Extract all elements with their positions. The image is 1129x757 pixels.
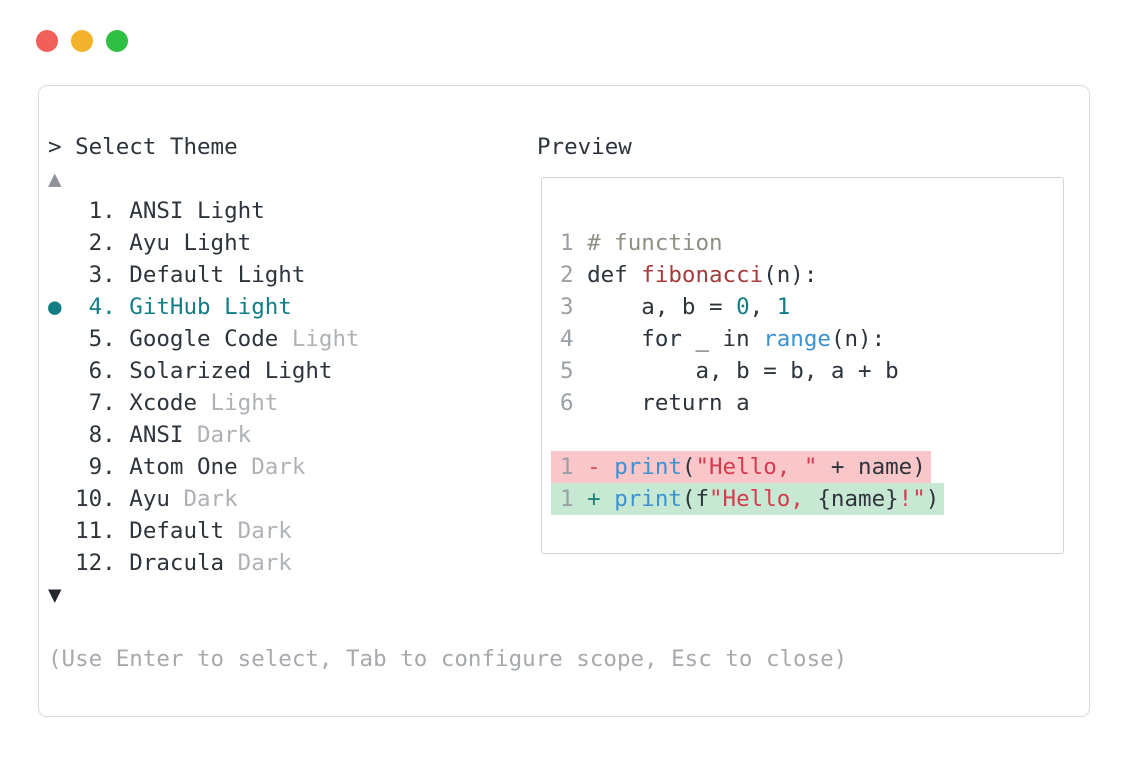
token-linenum: 1 <box>560 486 574 512</box>
token-number: 1 <box>776 294 791 320</box>
code-line: 5 a, b = b, a + b <box>560 355 944 387</box>
token-plain <box>601 454 615 480</box>
token-linenum: 2 <box>560 262 574 288</box>
scroll-down-indicator: ▼ <box>48 582 62 608</box>
scroll-up-indicator: ▲ <box>48 166 62 192</box>
code-line: 4 for _ in range(n): <box>560 323 944 355</box>
keyboard-hint: (Use Enter to select, Tab to configure s… <box>48 646 848 672</box>
token-plain <box>574 454 588 480</box>
token-plain: ( <box>681 454 696 480</box>
selected-bullet: ● <box>48 294 62 320</box>
token-builtin: print <box>614 454 682 480</box>
theme-option-label: 7. Xcode <box>48 390 198 416</box>
minimize-button[interactable] <box>71 30 93 52</box>
theme-option-variant: Light <box>278 326 360 352</box>
token-plain: a, b = b, a + b <box>573 358 899 384</box>
token-linenum: 5 <box>560 358 574 384</box>
token-plain: (f <box>681 486 710 512</box>
theme-option[interactable]: 5. Google Code Light <box>48 323 847 355</box>
theme-option-label: 6. Solarized Light <box>48 358 333 384</box>
theme-option-variant: Dark <box>183 422 252 448</box>
diff-highlight: 1 + print(f"Hello, {name}!") <box>551 483 945 515</box>
theme-option-label: 2. Ayu Light <box>48 230 252 256</box>
theme-option-label: 11. Default <box>48 518 225 544</box>
theme-selector-pane: > Select Theme ▲ 1. ANSI Light 2. Ayu Li… <box>48 131 847 675</box>
theme-option[interactable]: 10. Ayu Dark <box>48 483 847 515</box>
token-number: 0 <box>736 294 750 320</box>
token-linenum: 1 <box>560 454 574 480</box>
theme-option[interactable]: 7. Xcode Light <box>48 387 847 419</box>
token-plain <box>574 230 588 256</box>
diff-highlight: 1 - print("Hello, " + name) <box>551 451 931 483</box>
theme-option-label: 1. ANSI Light <box>48 198 265 224</box>
token-plain: + name) <box>817 454 926 480</box>
theme-option[interactable]: ● 4. GitHub Light <box>48 291 847 323</box>
token-plain: ) <box>925 486 940 512</box>
theme-option[interactable]: 1. ANSI Light <box>48 195 847 227</box>
spacer <box>48 611 847 643</box>
token-plain: , <box>749 294 777 320</box>
preview-label: Preview <box>537 134 632 160</box>
select-theme-prompt: > Select Theme <box>48 134 238 160</box>
token-plus: + <box>587 486 601 512</box>
token-funcname: fibonacci <box>641 262 764 288</box>
close-button[interactable] <box>36 30 58 52</box>
theme-option-label: 9. Atom One <box>48 454 238 480</box>
token-plain: return a <box>573 390 750 416</box>
theme-option-label: 8. ANSI <box>48 422 184 448</box>
token-plain: (n): <box>763 262 818 288</box>
token-comment: # function <box>587 230 723 256</box>
theme-option[interactable]: 9. Atom One Dark <box>48 451 847 483</box>
theme-option[interactable]: 6. Solarized Light <box>48 355 847 387</box>
diff-added-line: 1 + print(f"Hello, {name}!") <box>551 483 945 515</box>
theme-option-label: 3. Default Light <box>48 262 306 288</box>
code-line: 3 a, b = 0, 1 <box>560 291 944 323</box>
theme-option[interactable]: 2. Ayu Light <box>48 227 847 259</box>
token-minus: - <box>587 454 601 480</box>
token-linenum: 4 <box>560 326 574 352</box>
theme-option-variant: Dark <box>237 454 306 480</box>
token-plain: for _ in <box>573 326 764 352</box>
theme-option-variant: Dark <box>169 486 238 512</box>
window-controls <box>36 30 128 52</box>
theme-option-label: 4. GitHub Light <box>61 294 292 320</box>
theme-option-label: 10. Ayu <box>48 486 170 512</box>
token-plain: (n): <box>830 326 886 352</box>
token-linenum: 1 <box>560 230 574 256</box>
token-plain: def <box>573 262 642 288</box>
token-plain <box>574 486 588 512</box>
token-linenum: 3 <box>560 294 574 320</box>
code-line: 2 def fibonacci(n): <box>560 259 944 291</box>
theme-option[interactable]: 12. Dracula Dark <box>48 547 847 579</box>
token-plain: {name} <box>817 486 899 512</box>
theme-option[interactable]: 11. Default Dark <box>48 515 847 547</box>
token-string: "Hello, " <box>695 454 818 480</box>
theme-option[interactable]: 3. Default Light <box>48 259 847 291</box>
theme-option-variant: Light <box>197 390 279 416</box>
theme-option-variant: Dark <box>224 518 292 544</box>
token-string: "Hello, <box>709 486 818 512</box>
theme-option-label: 12. Dracula <box>48 550 225 576</box>
code-line <box>560 419 944 451</box>
code-line: 1 # function <box>560 227 944 259</box>
token-builtin: range <box>763 326 831 352</box>
token-plain: a, b = <box>573 294 737 320</box>
token-plain <box>601 486 615 512</box>
token-linenum: 6 <box>560 390 574 416</box>
theme-option-label: 5. Google Code <box>48 326 279 352</box>
token-builtin: print <box>614 486 682 512</box>
theme-option-variant: Dark <box>224 550 292 576</box>
diff-removed-line: 1 - print("Hello, " + name) <box>551 451 944 483</box>
maximize-button[interactable] <box>106 30 128 52</box>
theme-list: 1. ANSI Light 2. Ayu Light 3. Default Li… <box>48 195 847 579</box>
theme-option[interactable]: 8. ANSI Dark <box>48 419 847 451</box>
token-string: !" <box>898 486 926 512</box>
code-line: 6 return a <box>560 387 944 419</box>
theme-selector-window: > Select Theme ▲ 1. ANSI Light 2. Ayu Li… <box>38 85 1090 717</box>
